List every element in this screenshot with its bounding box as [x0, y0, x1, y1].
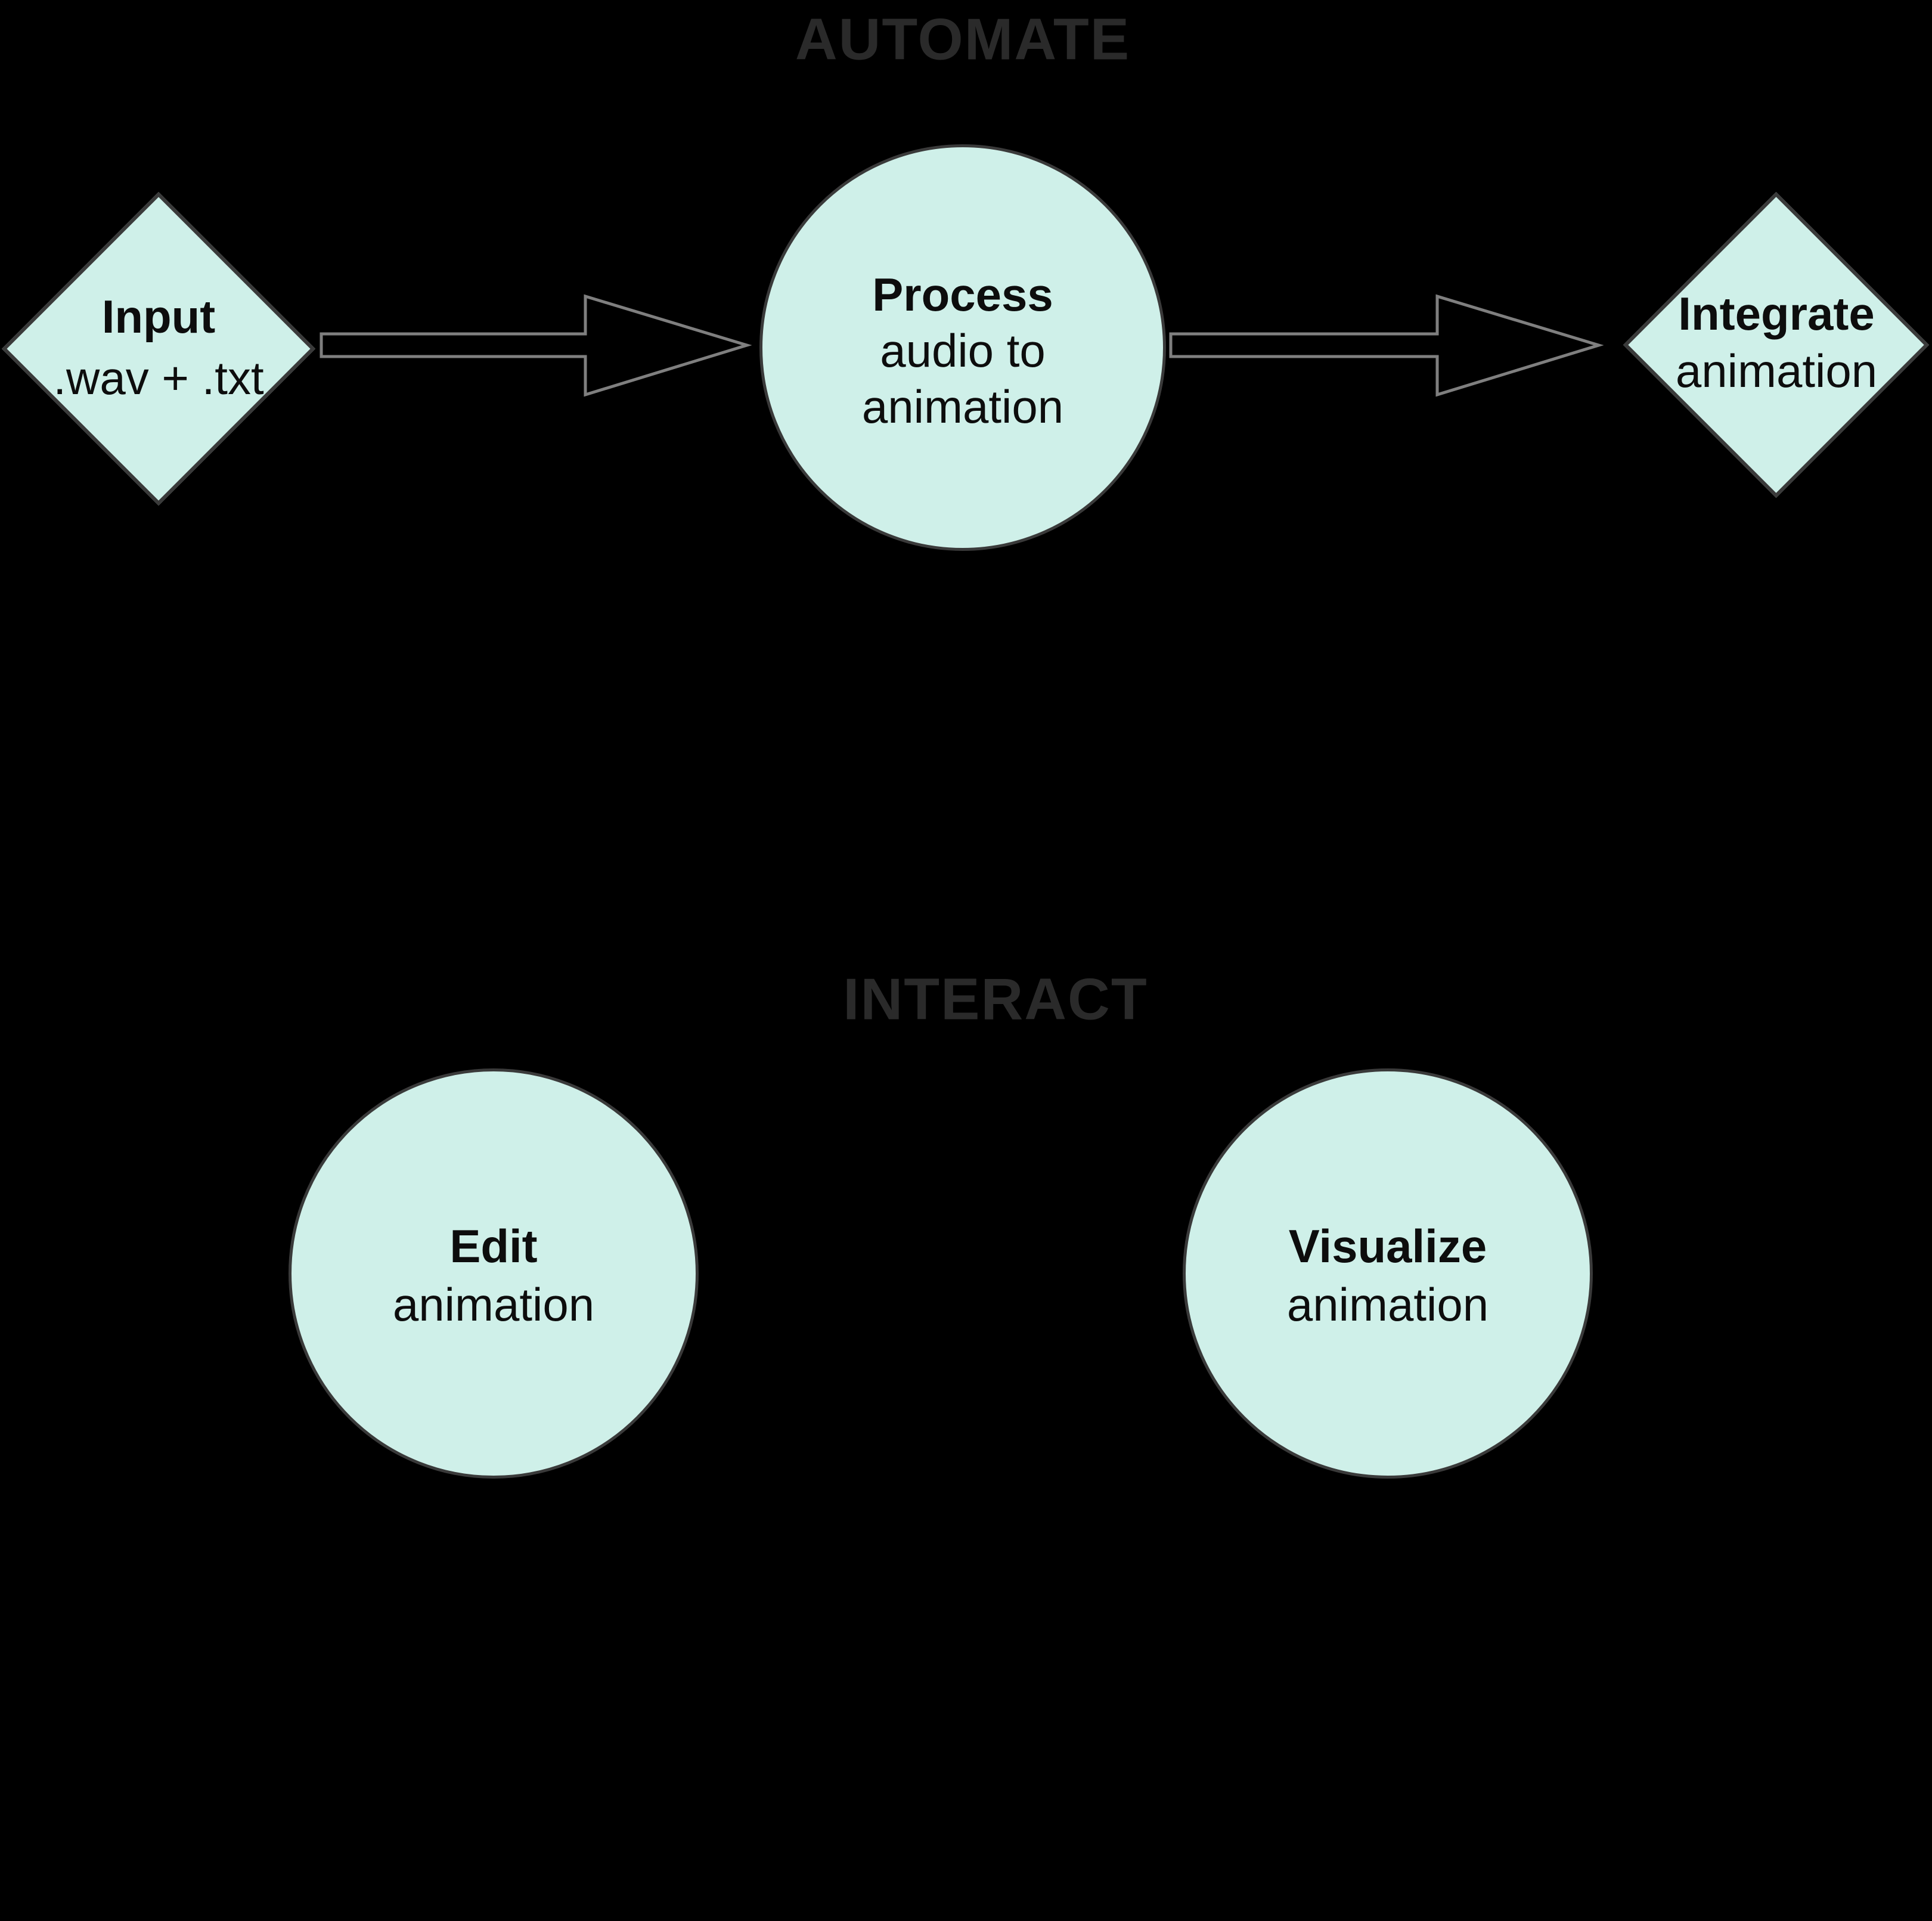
section-title-interact: INTERACT — [843, 966, 1148, 1032]
node-visualize-title: Visualize — [1288, 1220, 1487, 1272]
node-integrate-title: Integrate — [1678, 287, 1875, 340]
section-title-automate: AUTOMATE — [795, 6, 1131, 72]
node-input-title: Input — [101, 290, 216, 343]
node-edit-title: Edit — [449, 1220, 538, 1272]
node-integrate-label: Integrate animation — [1676, 285, 1877, 399]
node-process-subtitle-line2: animation — [861, 380, 1064, 433]
arrow-process-to-integrate-icon — [1169, 294, 1604, 397]
node-process-circle — [759, 144, 1166, 551]
node-process-title: Process — [872, 268, 1053, 321]
node-integrate-subtitle: animation — [1675, 345, 1878, 397]
node-process-subtitle-line1: audio to — [880, 324, 1046, 377]
node-visualize-subtitle: animation — [1286, 1278, 1489, 1331]
node-visualize-label: Visualize animation — [1287, 1217, 1488, 1334]
node-edit-circle — [289, 1068, 699, 1479]
node-input-label: Input .wav + .txt — [53, 286, 263, 409]
node-input-subtitle: .wav + .txt — [53, 352, 264, 404]
node-edit-subtitle: animation — [392, 1278, 595, 1331]
arrow-input-to-process-icon — [320, 294, 752, 397]
node-process-label: Process audio to animation — [862, 267, 1063, 435]
node-edit-label: Edit animation — [393, 1217, 594, 1334]
node-visualize-circle — [1183, 1068, 1593, 1479]
